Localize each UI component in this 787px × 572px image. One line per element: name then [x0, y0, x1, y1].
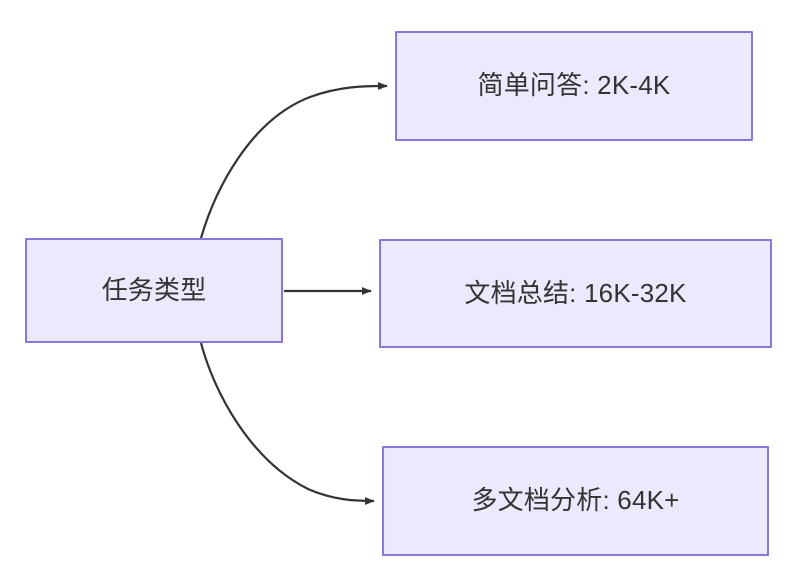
node-task-type[interactable]: 任务类型: [25, 238, 283, 343]
node-simple-qa[interactable]: 简单问答: 2K-4K: [395, 31, 753, 141]
node-doc-summary-label: 文档总结: 16K-32K: [464, 277, 687, 308]
node-doc-summary[interactable]: 文档总结: 16K-32K: [379, 239, 772, 348]
node-task-type-label: 任务类型: [101, 274, 207, 305]
node-multidoc-analysis[interactable]: 多文档分析: 64K+: [382, 446, 769, 556]
edge-root-to-multidoc: [199, 342, 375, 505]
node-simple-qa-label: 简单问答: 2K-4K: [477, 70, 671, 101]
node-multidoc-analysis-label: 多文档分析: 64K+: [471, 485, 680, 516]
edge-root-to-simple-qa: [199, 82, 388, 239]
